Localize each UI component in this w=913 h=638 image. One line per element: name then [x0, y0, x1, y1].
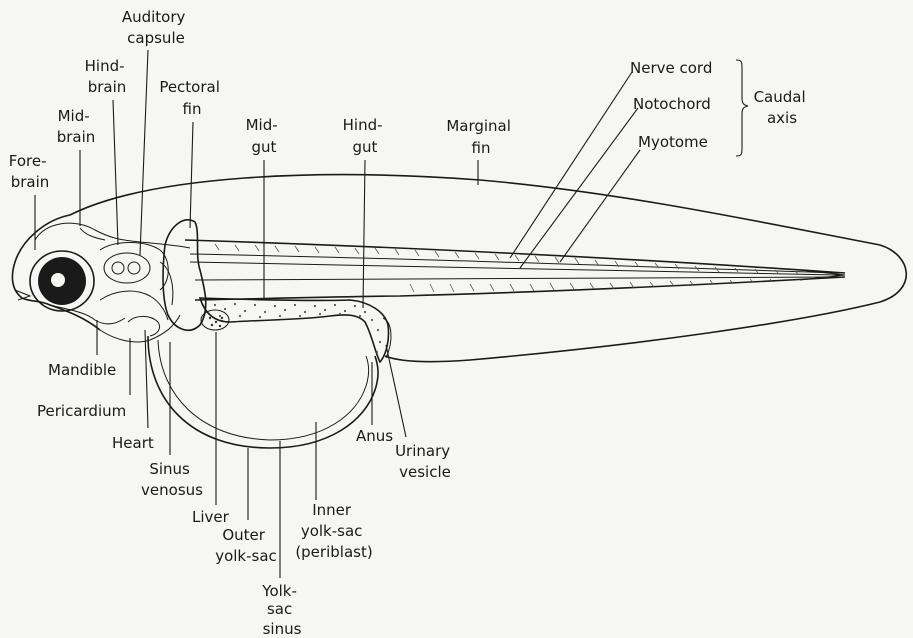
- leader-hind-gut: [363, 160, 365, 308]
- label-auditory-capsule: Auditory capsule: [122, 8, 190, 47]
- pectoral-fin: [160, 220, 206, 330]
- label-heart: Heart: [112, 434, 154, 452]
- pectoral-fin-base: [160, 262, 173, 305]
- auditory-capsule-shape: [104, 253, 150, 283]
- myotome-segments-dorsal: [215, 244, 798, 274]
- otolith-right: [128, 262, 140, 274]
- larva-body: [70, 175, 906, 362]
- label-notochord: Notochord: [633, 95, 711, 113]
- leader-auditory-capsule: [140, 50, 148, 255]
- notochord-line: [190, 262, 840, 275]
- label-marginal-fin: Marginal fin: [446, 117, 515, 157]
- label-hind-brain: Hind- brain: [85, 57, 130, 96]
- label-myotome: Myotome: [638, 133, 708, 151]
- eye-lens: [51, 273, 65, 287]
- gut: [200, 298, 391, 362]
- label-liver: Liver: [192, 508, 230, 526]
- caudal-axis-bracket: [736, 60, 748, 156]
- gut-stipple: [214, 303, 381, 353]
- gill-region: [100, 291, 168, 320]
- label-fore-brain: Fore- brain: [9, 152, 52, 191]
- liver-shape: [201, 310, 229, 330]
- label-mid-gut: Mid- gut: [246, 116, 283, 156]
- label-mid-brain: Mid- brain: [57, 107, 96, 146]
- otolith-left: [112, 262, 124, 274]
- label-outer-yolk-sac: Outer yolk-sac: [215, 526, 277, 565]
- leader-notochord: [520, 108, 638, 268]
- leader-pectoral-fin: [190, 122, 193, 228]
- body-ventral-line: [195, 277, 845, 300]
- label-urinary-vesicle: Urinary vesicle: [395, 442, 455, 481]
- hindbrain-shape: [100, 243, 168, 291]
- label-inner-yolk-sac: Inner yolk-sac (periblast): [295, 501, 372, 561]
- leader-myotome: [560, 150, 640, 262]
- leader-nerve-cord: [510, 72, 632, 258]
- yolk-sac: [148, 336, 378, 448]
- label-sinus-venosus: Sinus venosus: [141, 460, 203, 499]
- leader-lines: [35, 50, 640, 578]
- label-anus: Anus: [356, 427, 393, 445]
- heart-shape: [128, 316, 160, 336]
- label-yolk-sac-sinus: Yolk- sac sinus: [261, 582, 301, 638]
- gut-outline: [200, 298, 389, 362]
- leader-hind-brain: [113, 100, 118, 245]
- label-mandible: Mandible: [48, 361, 116, 379]
- label-hind-gut: Hind- gut: [343, 116, 388, 156]
- outer-yolk-sac-shape: [148, 336, 378, 448]
- labels: Auditory capsule Hind- brain Mid- brain …: [9, 8, 811, 638]
- label-nerve-cord: Nerve cord: [630, 59, 712, 77]
- label-caudal-axis: Caudal axis: [754, 88, 811, 127]
- mouth: [15, 290, 30, 300]
- midbrain-division: [80, 228, 105, 240]
- label-pectoral-fin: Pectoral fin: [159, 78, 224, 118]
- notochord-lower-line: [195, 277, 840, 280]
- label-pericardium: Pericardium: [37, 402, 126, 420]
